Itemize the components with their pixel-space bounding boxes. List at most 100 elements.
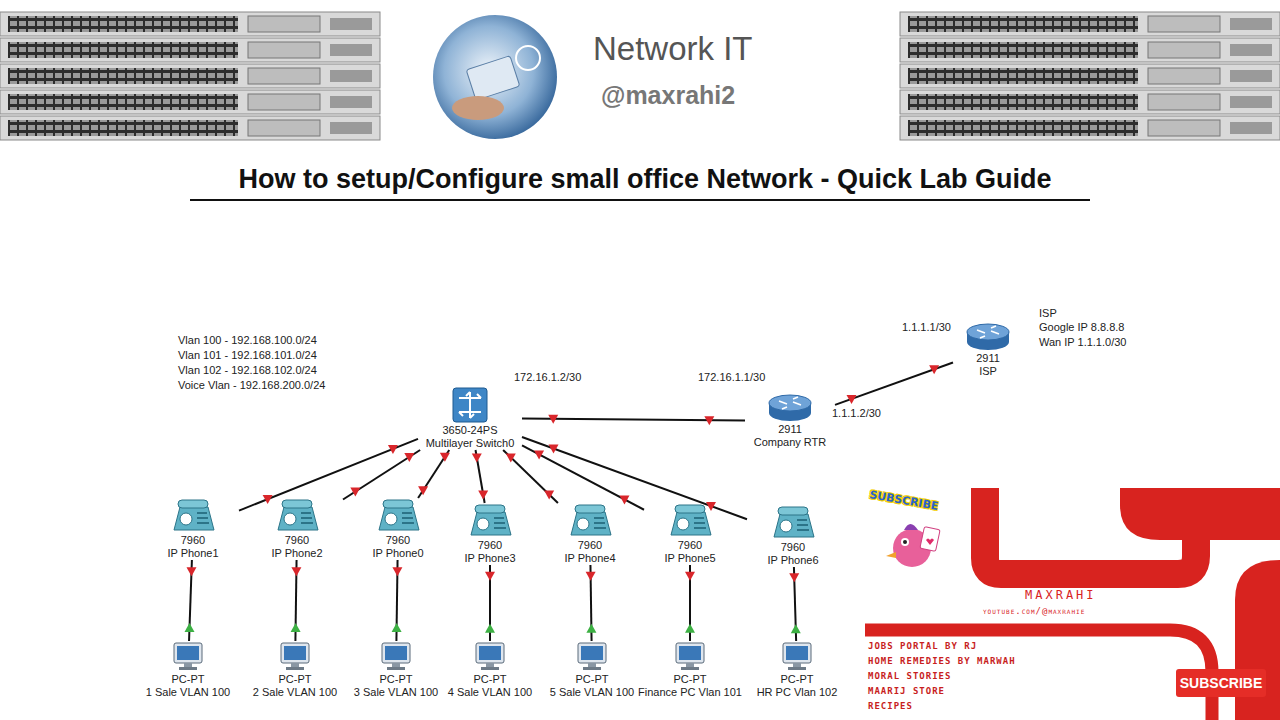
- pc-base: [286, 667, 304, 670]
- channel-url: youtube.com/@maxrahie: [983, 606, 1085, 616]
- link-status: [485, 624, 495, 633]
- menu-item: MORAL STORIES: [868, 670, 951, 682]
- pc-monitor: [578, 643, 606, 663]
- device-label: HR PC Vlan 102: [757, 686, 838, 699]
- pc-node: PC-PT2 Sale VLAN 100: [242, 641, 348, 699]
- panel-band: [1120, 488, 1280, 540]
- ip-address: 1.1.1.2/30: [832, 407, 881, 420]
- rack-unit: [900, 12, 1280, 36]
- pc-symbol: [780, 641, 814, 673]
- network-link: [239, 439, 418, 511]
- device-icon: [770, 505, 816, 541]
- link-status: [548, 415, 558, 424]
- link-status: [485, 572, 495, 581]
- channel-handle: @maxrahi2: [601, 80, 735, 110]
- link-status: [791, 624, 801, 633]
- mascot-pupil: [903, 540, 907, 544]
- subscribe-button: SUBSCRIBE: [1176, 669, 1266, 697]
- menu-item: JOBS PORTAL BY RJ: [868, 640, 977, 652]
- link-status: [586, 624, 596, 633]
- device-icon: [473, 641, 507, 673]
- phone-handset: [178, 500, 208, 508]
- link-status: [291, 567, 301, 576]
- device-label: IP Phone0: [372, 547, 423, 560]
- device-label: IP Phone5: [664, 552, 715, 565]
- model-label: PC-PT: [474, 673, 507, 686]
- device-label: Finance PC Vlan 101: [638, 686, 742, 699]
- phone-handset: [383, 500, 413, 508]
- phone-badge: [385, 513, 397, 525]
- rack-unit: [0, 64, 380, 88]
- ip-phone-symbol: [274, 498, 320, 534]
- menu-item: HOME REMEDIES BY MARWAH: [868, 655, 1016, 667]
- link-status: [388, 445, 398, 454]
- link-status: [186, 567, 196, 576]
- pc-screen: [786, 646, 808, 660]
- isp-note: Wan IP 1.1.1.0/30: [1039, 336, 1126, 349]
- pc-symbol: [278, 641, 312, 673]
- device-icon: [274, 498, 320, 534]
- model-label: 7960: [386, 534, 410, 547]
- logo-tablet: [466, 56, 520, 101]
- button-label: SUBSCRIBE: [1180, 675, 1262, 691]
- brand-name: MAXRAHI: [1025, 588, 1097, 602]
- vlan-note: Voice Vlan - 192.168.200.0/24: [178, 379, 325, 392]
- device-icon: [375, 498, 421, 534]
- isp-note: Google IP 8.8.8.8: [1039, 321, 1124, 334]
- phone-body: [379, 507, 419, 530]
- diagram-title: How to setup/Configure small office Netw…: [140, 164, 1150, 195]
- mascot-heart: [926, 539, 934, 546]
- panel-band: [865, 630, 1212, 720]
- phone-keypad: [594, 518, 606, 528]
- network-link: [418, 450, 449, 498]
- link-status: [291, 623, 301, 632]
- phone-body: [471, 512, 511, 535]
- phone-keypad: [797, 520, 809, 530]
- link-status: [704, 416, 714, 425]
- pc-monitor: [476, 643, 504, 663]
- model-label: 7960: [781, 541, 805, 554]
- model-label: PC-PT: [674, 673, 707, 686]
- device-icon: [170, 498, 216, 534]
- router-node: 2911Company RTR: [745, 393, 835, 449]
- router-symbol: [965, 322, 1011, 352]
- pc-base: [583, 667, 601, 670]
- rack-unit: [900, 64, 1280, 88]
- phone-keypad: [402, 513, 414, 523]
- subscribe-panel: SUBSCRIBE MAXRAHI youtube.com/@maxrahieJOB…: [865, 488, 1280, 720]
- model-label: 7960: [578, 539, 602, 552]
- device-icon: [171, 641, 205, 673]
- pc-stand: [392, 663, 400, 667]
- pc-screen: [581, 646, 603, 660]
- pc-node: PC-PTFinance PC Vlan 101: [637, 641, 743, 699]
- pc-screen: [177, 646, 199, 660]
- pc-monitor: [382, 643, 410, 663]
- router-symbol: [767, 393, 813, 423]
- device-icon: [667, 503, 713, 539]
- switch-stack-left: [0, 12, 380, 140]
- model-label: PC-PT: [380, 673, 413, 686]
- phone-keypad: [197, 513, 209, 523]
- phone-body: [174, 507, 214, 530]
- link-status: [404, 453, 414, 462]
- network-link: [835, 363, 953, 405]
- pc-monitor: [174, 643, 202, 663]
- device-icon: [567, 503, 613, 539]
- phone-badge: [477, 518, 489, 530]
- pc-monitor: [676, 643, 704, 663]
- switch-arrows: [459, 392, 481, 418]
- ip-phone-symbol: [770, 505, 816, 541]
- phone-badge: [284, 513, 296, 525]
- link-status: [350, 488, 360, 497]
- link-status: [929, 365, 939, 374]
- model-label: 2911: [976, 352, 1000, 365]
- mascot-eye: [901, 538, 909, 546]
- network-link: [522, 445, 644, 509]
- device-icon: [767, 393, 813, 423]
- ip-address: 1.1.1.1/30: [902, 321, 951, 334]
- model-label: 7960: [181, 534, 205, 547]
- switch-symbol: [451, 386, 489, 424]
- ip-address: 172.16.1.2/30: [514, 371, 581, 384]
- vlan-note: Vlan 100 - 192.168.100.0/24: [178, 334, 317, 347]
